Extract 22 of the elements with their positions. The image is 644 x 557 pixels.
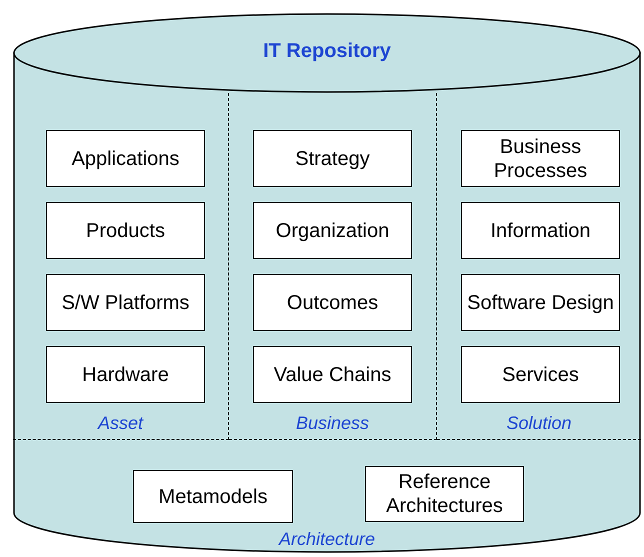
category-box: S/W Platforms (46, 274, 205, 331)
category-box: Business Processes (461, 130, 620, 187)
category-box: Reference Architectures (365, 466, 524, 522)
section-label: Architecture (277, 529, 376, 550)
category-box: Strategy (253, 130, 412, 187)
category-box: Value Chains (253, 346, 412, 403)
category-box: Outcomes (253, 274, 412, 331)
category-box: Hardware (46, 346, 205, 403)
dashed-section (13, 93, 229, 440)
category-box: Products (46, 202, 205, 259)
category-box: Information (461, 202, 620, 259)
repository-title: IT Repository (262, 40, 392, 63)
section-label: Business (294, 413, 370, 434)
category-box: Organization (253, 202, 412, 259)
repository-cylinder (13, 13, 641, 553)
category-box: Software Design (461, 274, 620, 331)
category-box: Metamodels (133, 470, 293, 523)
section-label: Solution (505, 413, 573, 434)
section-label: Asset (96, 413, 144, 434)
category-box: Applications (46, 130, 205, 187)
dashed-section (229, 93, 437, 440)
category-box: Services (461, 346, 620, 403)
